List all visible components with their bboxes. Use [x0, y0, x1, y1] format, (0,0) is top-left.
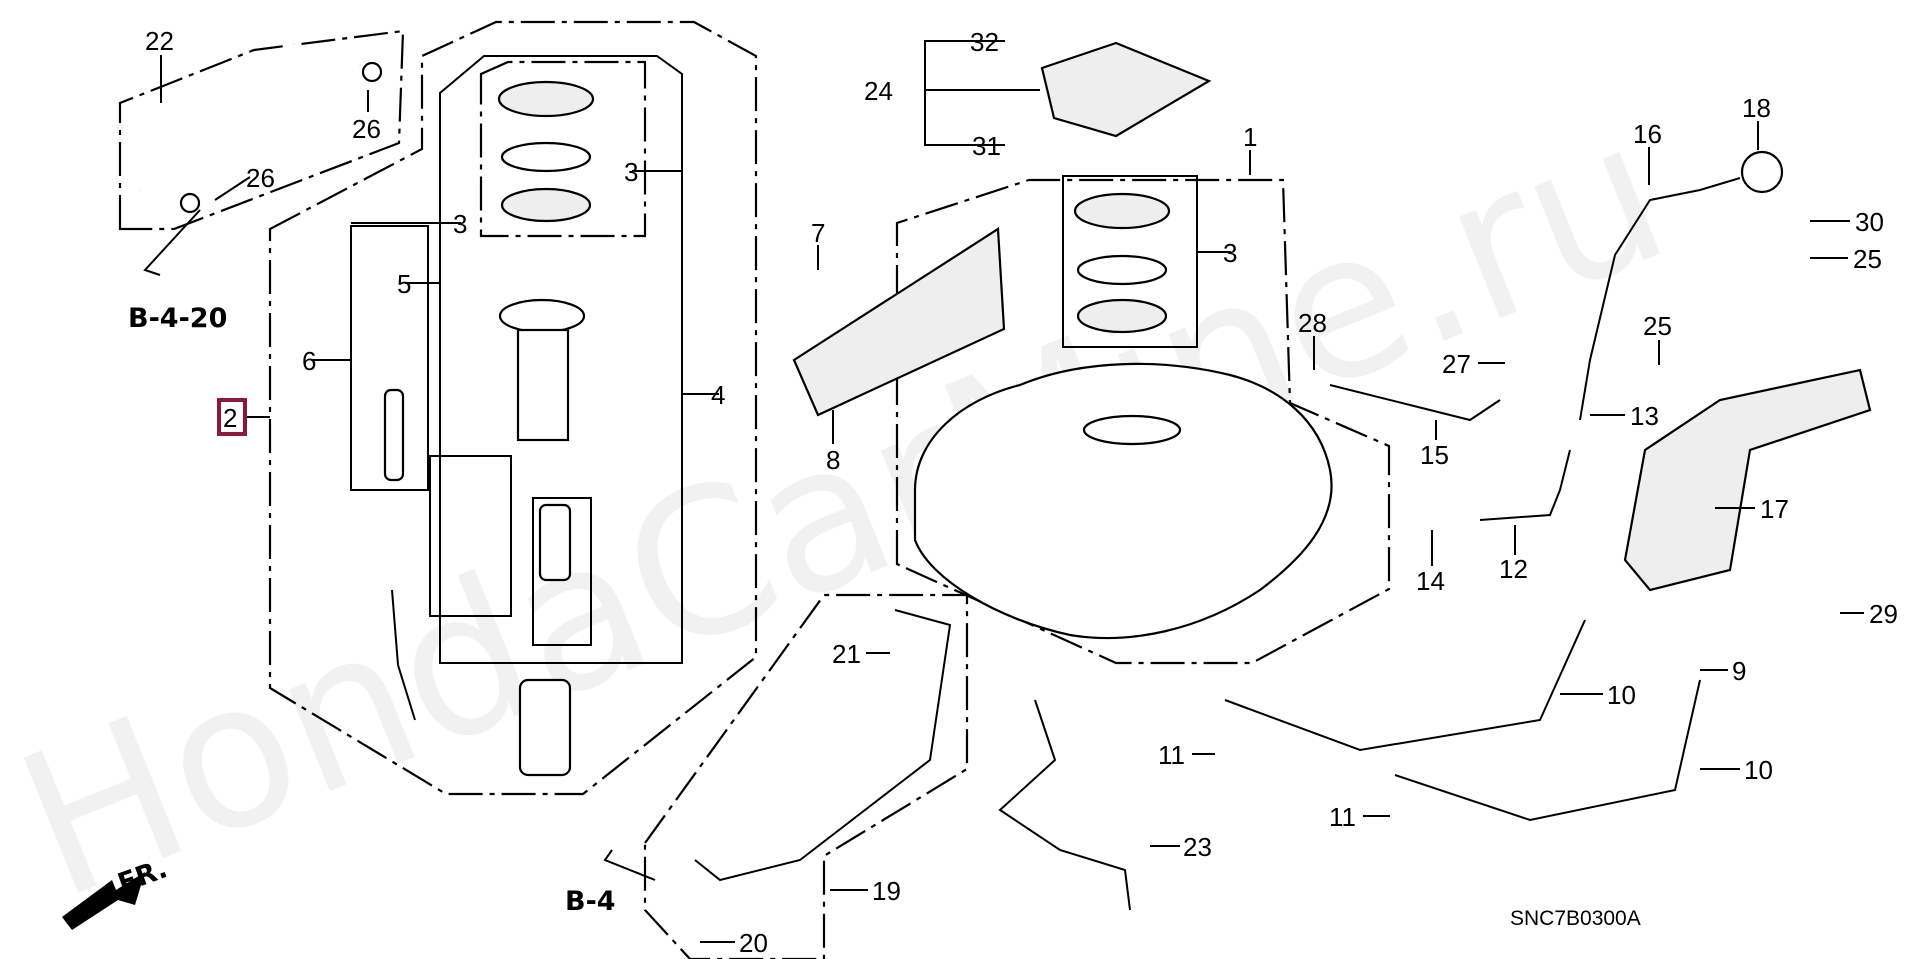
vent-hose [127, 43, 361, 191]
group-19-outline [643, 593, 969, 959]
fuel-level-sender [383, 388, 405, 482]
pump-wire-harness [391, 589, 416, 721]
callout-17[interactable]: 17 [1760, 494, 1789, 524]
harness-23 [998, 699, 1131, 911]
group-1-outline [895, 178, 1391, 665]
callout-11[interactable]: 11 [1158, 740, 1185, 770]
callout-16[interactable]: 16 [1633, 119, 1662, 149]
callout-24[interactable]: 24 [864, 76, 893, 106]
tank-strap [1224, 619, 1586, 752]
callout-28[interactable]: 28 [1298, 308, 1327, 338]
callout-3[interactable]: 3 [453, 209, 467, 239]
callout-20[interactable]: 20 [739, 928, 768, 958]
group-22-outline [118, 29, 405, 231]
callout-14[interactable]: 14 [1416, 566, 1445, 596]
access-cover [1040, 41, 1212, 138]
callout-11[interactable]: 11 [1329, 802, 1356, 832]
pump-flange [498, 298, 586, 334]
callout-13[interactable]: 13 [1630, 401, 1659, 431]
group-6-outline [350, 225, 429, 491]
hose-15 [1329, 384, 1501, 422]
callout-22[interactable]: 22 [145, 26, 174, 56]
group-small-parts-outline [429, 455, 512, 617]
callout-3[interactable]: 3 [1223, 238, 1237, 268]
vent-hose-inner [126, 42, 361, 192]
fuel-feed-hose [694, 609, 952, 882]
lock-ring [497, 80, 595, 118]
group-3b-outline [1062, 175, 1198, 348]
b4-arrow [603, 849, 656, 881]
hose-clamp [361, 61, 383, 83]
fuel-filter-case [518, 678, 572, 777]
callout-21[interactable]: 21 [832, 639, 861, 669]
fuel-tank [913, 362, 1333, 640]
callout-23[interactable]: 23 [1183, 832, 1212, 862]
hose-clamp [179, 192, 201, 214]
fuel-pump-motor [538, 503, 572, 582]
callout-26[interactable]: 26 [246, 163, 275, 193]
callout-32[interactable]: 32 [970, 27, 999, 57]
callout-18[interactable]: 18 [1742, 93, 1771, 123]
callout-3[interactable]: 3 [624, 157, 638, 187]
callout-6[interactable]: 6 [302, 346, 316, 376]
callout-2-highlight [217, 398, 247, 436]
tank-strap [1394, 679, 1701, 822]
callout-4[interactable]: 4 [711, 380, 725, 410]
retainer-ring [1076, 298, 1168, 334]
group-pump-motor-outline [532, 497, 592, 646]
group-5-outline [439, 55, 683, 664]
callout-19[interactable]: 19 [872, 876, 901, 906]
group-2-outline [268, 20, 758, 796]
fuel-pump-body [516, 328, 570, 442]
heat-shield [792, 227, 1006, 417]
callout-1[interactable]: 1 [1243, 122, 1257, 152]
callout-31[interactable]: 31 [972, 131, 1001, 161]
callout-5[interactable]: 5 [397, 269, 411, 299]
callout-10[interactable]: 10 [1607, 680, 1636, 710]
hose-12 [1479, 449, 1571, 521]
watermark: HondaCarMine.ru [0, 75, 1695, 944]
o-ring [500, 141, 592, 173]
callout-26[interactable]: 26 [352, 114, 381, 144]
callout-15[interactable]: 15 [1420, 440, 1449, 470]
front-arrow-icon [62, 872, 145, 930]
o-ring [1076, 254, 1168, 286]
callout-25[interactable]: 25 [1643, 311, 1672, 341]
callout-29[interactable]: 29 [1869, 599, 1898, 629]
reference-b-4-20[interactable]: B-4-20 [128, 303, 227, 334]
tank-pump-opening [1082, 414, 1182, 446]
callout-30[interactable]: 30 [1855, 207, 1884, 237]
callout-10[interactable]: 10 [1744, 755, 1773, 785]
callout-7[interactable]: 7 [811, 218, 825, 248]
callout-25[interactable]: 25 [1853, 244, 1882, 274]
callout-12[interactable]: 12 [1499, 554, 1528, 584]
diagram-code: SNC7B0300A [1510, 907, 1641, 930]
fuel-cap [1740, 150, 1784, 194]
leader-lines [160, 40, 1864, 943]
callout-9[interactable]: 9 [1732, 656, 1746, 686]
lock-ring [1073, 192, 1171, 230]
callout-8[interactable]: 8 [826, 445, 840, 475]
b420-arrow [143, 209, 201, 276]
filler-pipe [1579, 177, 1741, 421]
callout-2[interactable]: 2 [223, 403, 237, 433]
retainer-ring [500, 187, 592, 223]
reference-b-4[interactable]: B-4 [565, 886, 616, 917]
group-3-outline [479, 60, 647, 238]
splash-shield [1623, 368, 1872, 592]
callout-27[interactable]: 27 [1442, 349, 1471, 379]
